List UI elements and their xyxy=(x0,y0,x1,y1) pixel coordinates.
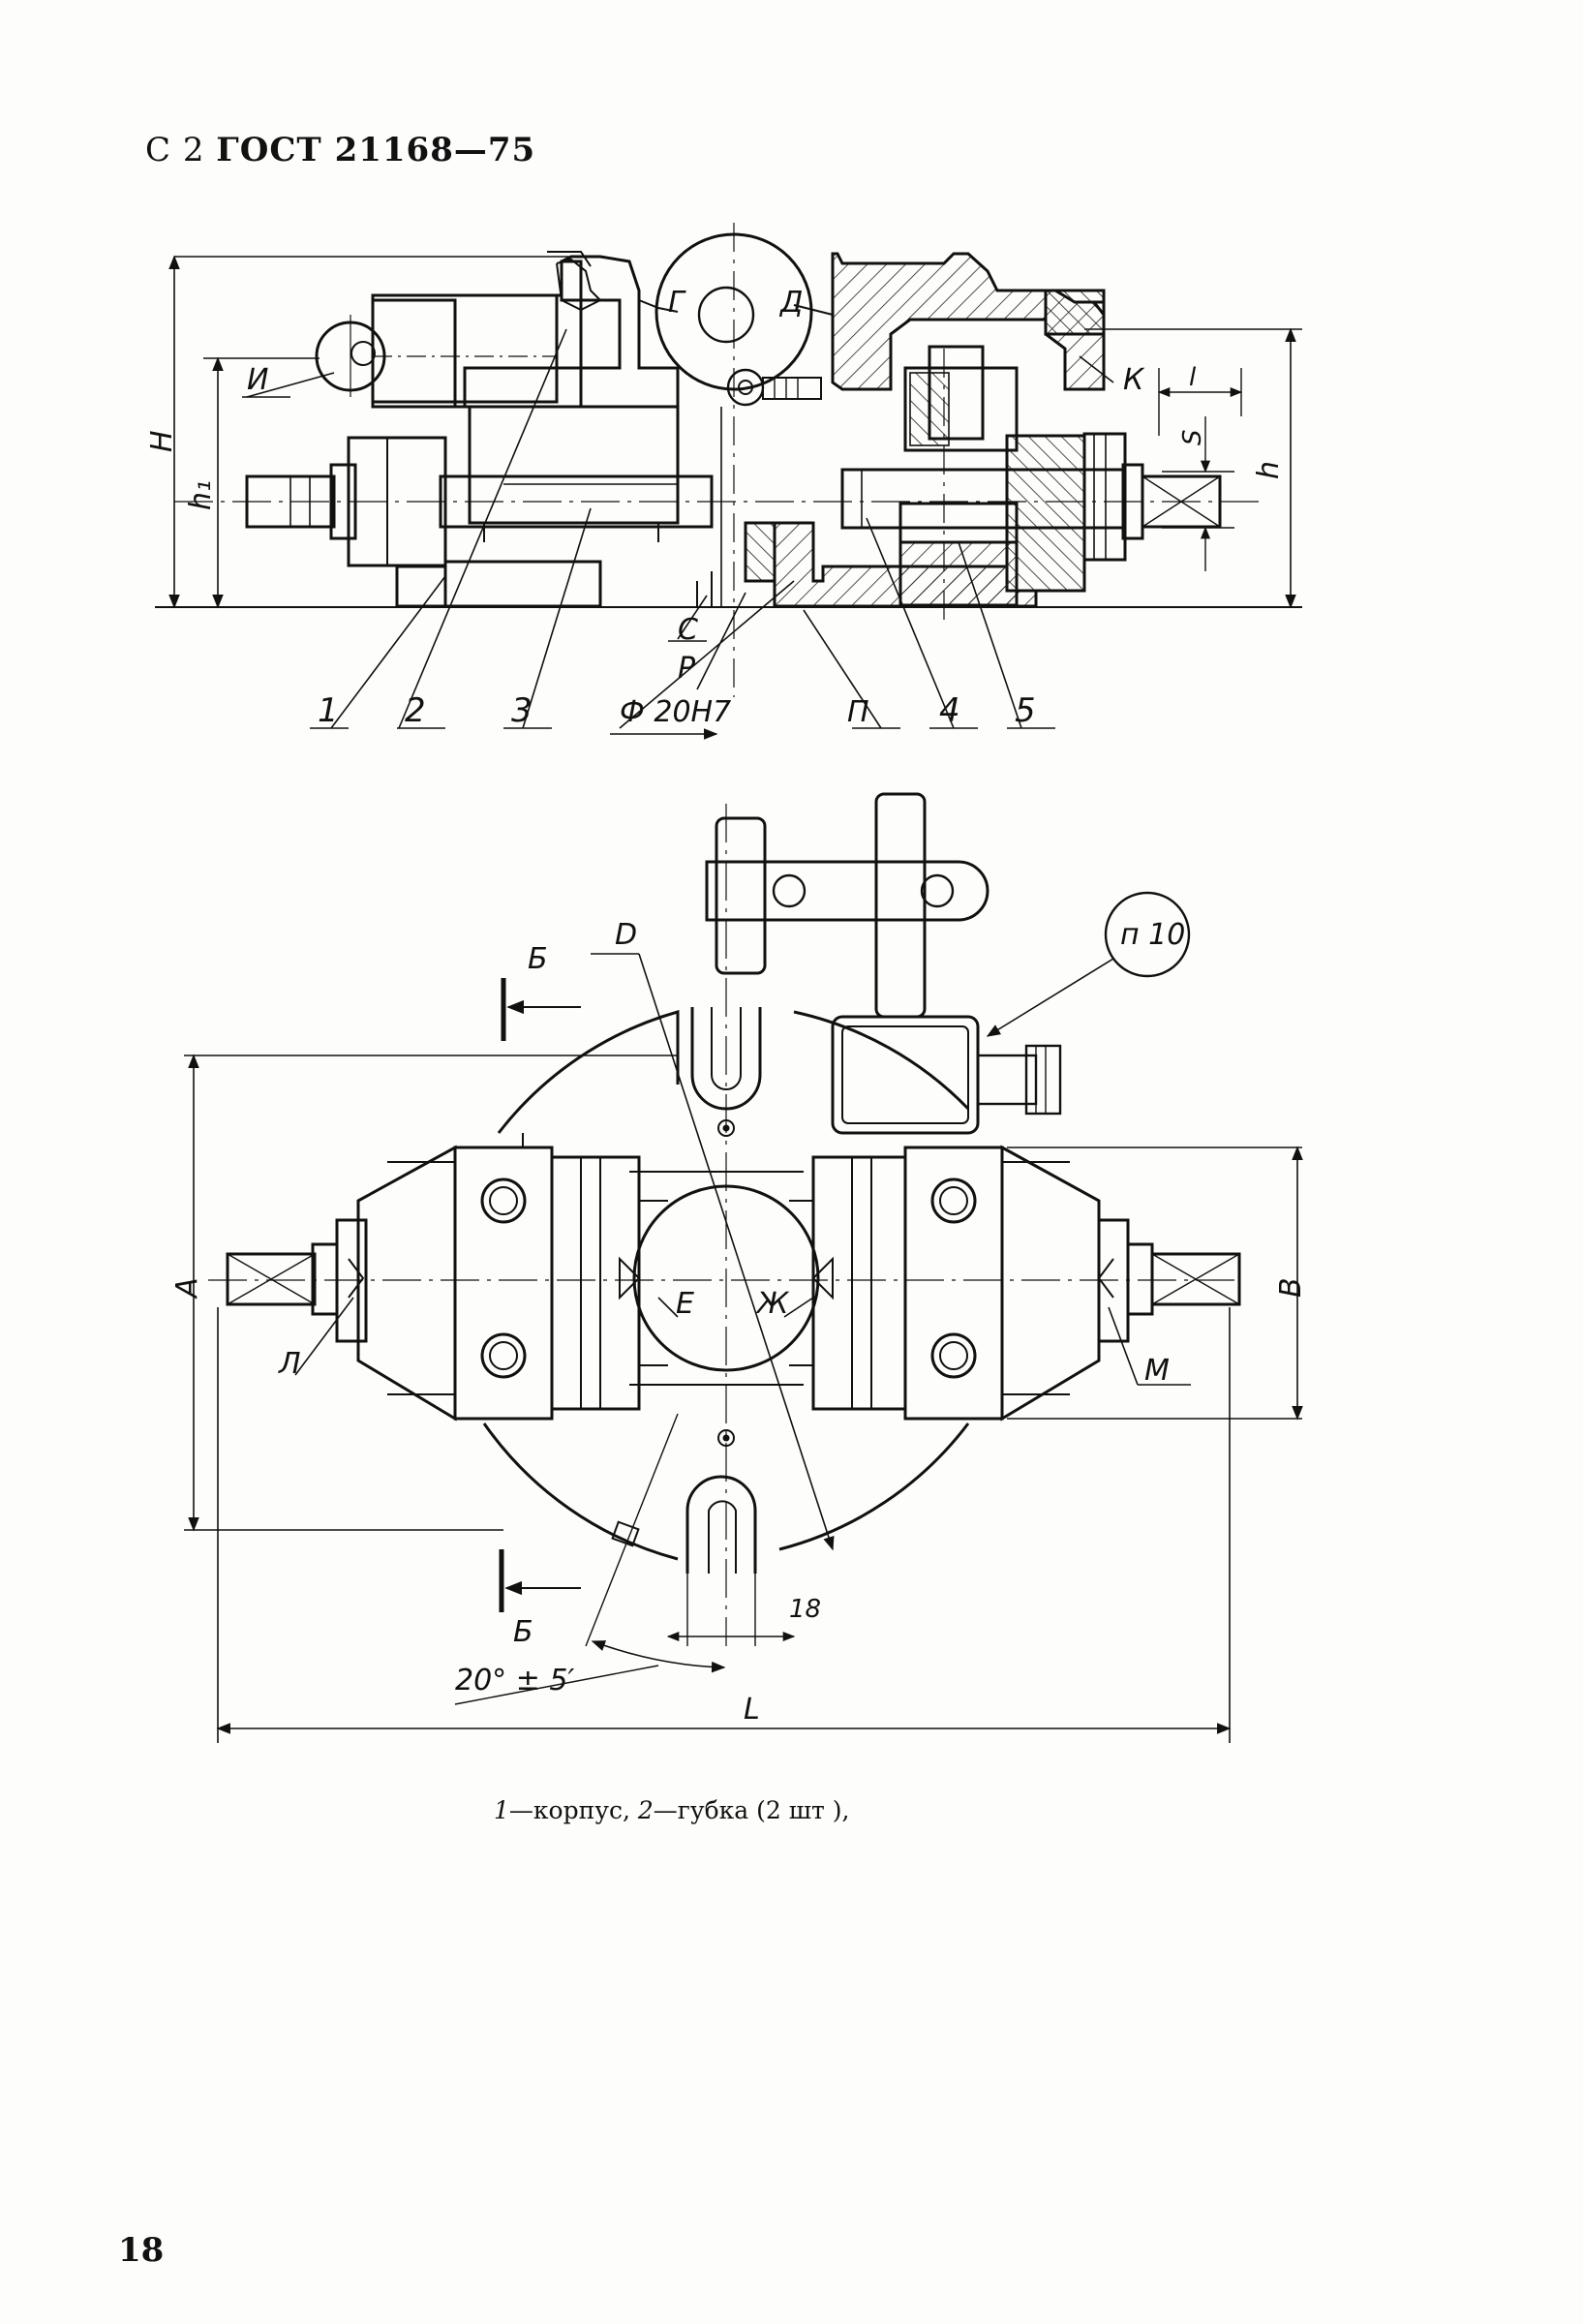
dim-S-label: S xyxy=(1178,429,1207,445)
slot-bottom xyxy=(685,1475,757,1574)
label-E: Е xyxy=(676,1287,694,1321)
label-L-letter: Л xyxy=(278,1347,301,1381)
dim-B-label: В xyxy=(1274,1277,1308,1298)
worm-lower-block xyxy=(898,540,1019,607)
left-plan-shaft xyxy=(226,1252,317,1306)
part-number-1: 1 xyxy=(318,691,339,730)
part-number-3: 3 xyxy=(511,691,533,730)
dim-D-line xyxy=(638,953,835,1551)
plan-labels: D Б Б Е Ж Л М п 10 А В L 18 20° ± 5′ xyxy=(170,918,1308,1727)
dim-h-label: h xyxy=(1252,461,1286,479)
round-table xyxy=(482,1010,970,1561)
right-plan-nut xyxy=(1126,1242,1154,1316)
upper-jaw xyxy=(556,258,602,312)
part-number-4: 4 xyxy=(939,691,960,730)
callout-label: п 10 xyxy=(1120,918,1185,952)
worm-lower xyxy=(898,502,1019,544)
right-lower-block xyxy=(1005,434,1086,593)
header-standard: ГОСТ 21168—75 xyxy=(216,131,536,169)
right-housing-top xyxy=(831,252,1106,391)
left-plan-collar xyxy=(335,1218,368,1343)
right-wedge xyxy=(1000,1145,1101,1422)
center-post xyxy=(744,521,776,583)
figure-caption: 1—корпус, 2—губка (2 шт ), xyxy=(494,1796,849,1824)
label-R: Р xyxy=(678,652,696,686)
dim-H-label: H xyxy=(145,430,179,452)
clamp-arm xyxy=(705,792,1062,1135)
callout-circle xyxy=(1104,891,1191,978)
label-K: К xyxy=(1123,363,1145,397)
dim-h1-label: h₁ xyxy=(184,480,218,510)
caption-item-2-text: —губка (2 шт ), xyxy=(653,1796,850,1824)
dim-angle-label: 20° ± 5′ xyxy=(455,1664,574,1697)
dim-angle-arc xyxy=(591,1640,726,1673)
right-jaw-plate xyxy=(811,1155,907,1411)
caption-item-1-text: —корпус, xyxy=(508,1796,630,1824)
label-G: Г xyxy=(668,286,686,320)
jaw-3 xyxy=(468,405,680,525)
worm-nut xyxy=(928,345,985,441)
label-S: С xyxy=(678,613,698,647)
left-top-block xyxy=(371,293,559,404)
label-Zh: Ж xyxy=(755,1287,790,1321)
dim-slot-label: 18 xyxy=(789,1595,821,1624)
elevation-labels: H h₁ h S l И Г Д К С Р П Ф 20Н7 1 2 3 4 … xyxy=(145,286,1286,730)
caption-item-1-num: 1 xyxy=(494,1796,509,1824)
plan-view xyxy=(184,792,1303,1743)
center-bolt xyxy=(726,368,822,407)
label-D: Д xyxy=(778,286,803,320)
workpiece-circle xyxy=(632,1184,820,1372)
dim-L-label: L xyxy=(744,1693,760,1727)
right-collar xyxy=(1082,432,1127,562)
right-plan-shaft xyxy=(1150,1252,1241,1306)
dim-l-label: l xyxy=(1189,363,1197,392)
part-number-5: 5 xyxy=(1015,691,1036,730)
right-housing-flange xyxy=(1044,289,1106,336)
label-D-diameter: D xyxy=(615,918,637,952)
left-wedge xyxy=(356,1145,457,1422)
section-label-top: Б xyxy=(528,942,548,976)
caption-item-2-num: 2 xyxy=(637,1796,654,1824)
label-M-letter: М xyxy=(1144,1354,1170,1388)
left-plan-nut xyxy=(311,1242,339,1316)
page-number: 18 xyxy=(118,2231,165,2270)
left-base xyxy=(387,1161,455,1395)
elevation-view xyxy=(155,223,1302,740)
dim-A-label: А xyxy=(170,1277,204,1300)
jaw-2 xyxy=(463,255,680,409)
label-I: И xyxy=(247,363,268,397)
dim-bore-label: Ф 20Н7 xyxy=(620,695,731,729)
header-prefix: С 2 xyxy=(145,131,205,169)
label-P: П xyxy=(847,695,869,729)
left-jaw-plate xyxy=(550,1155,641,1411)
part-number-2: 2 xyxy=(405,691,426,730)
worm-body xyxy=(903,366,1019,452)
section-label-bottom: Б xyxy=(513,1615,533,1649)
page-header: С 2 ГОСТ 21168—75 xyxy=(145,131,535,169)
body-1 xyxy=(443,560,602,608)
